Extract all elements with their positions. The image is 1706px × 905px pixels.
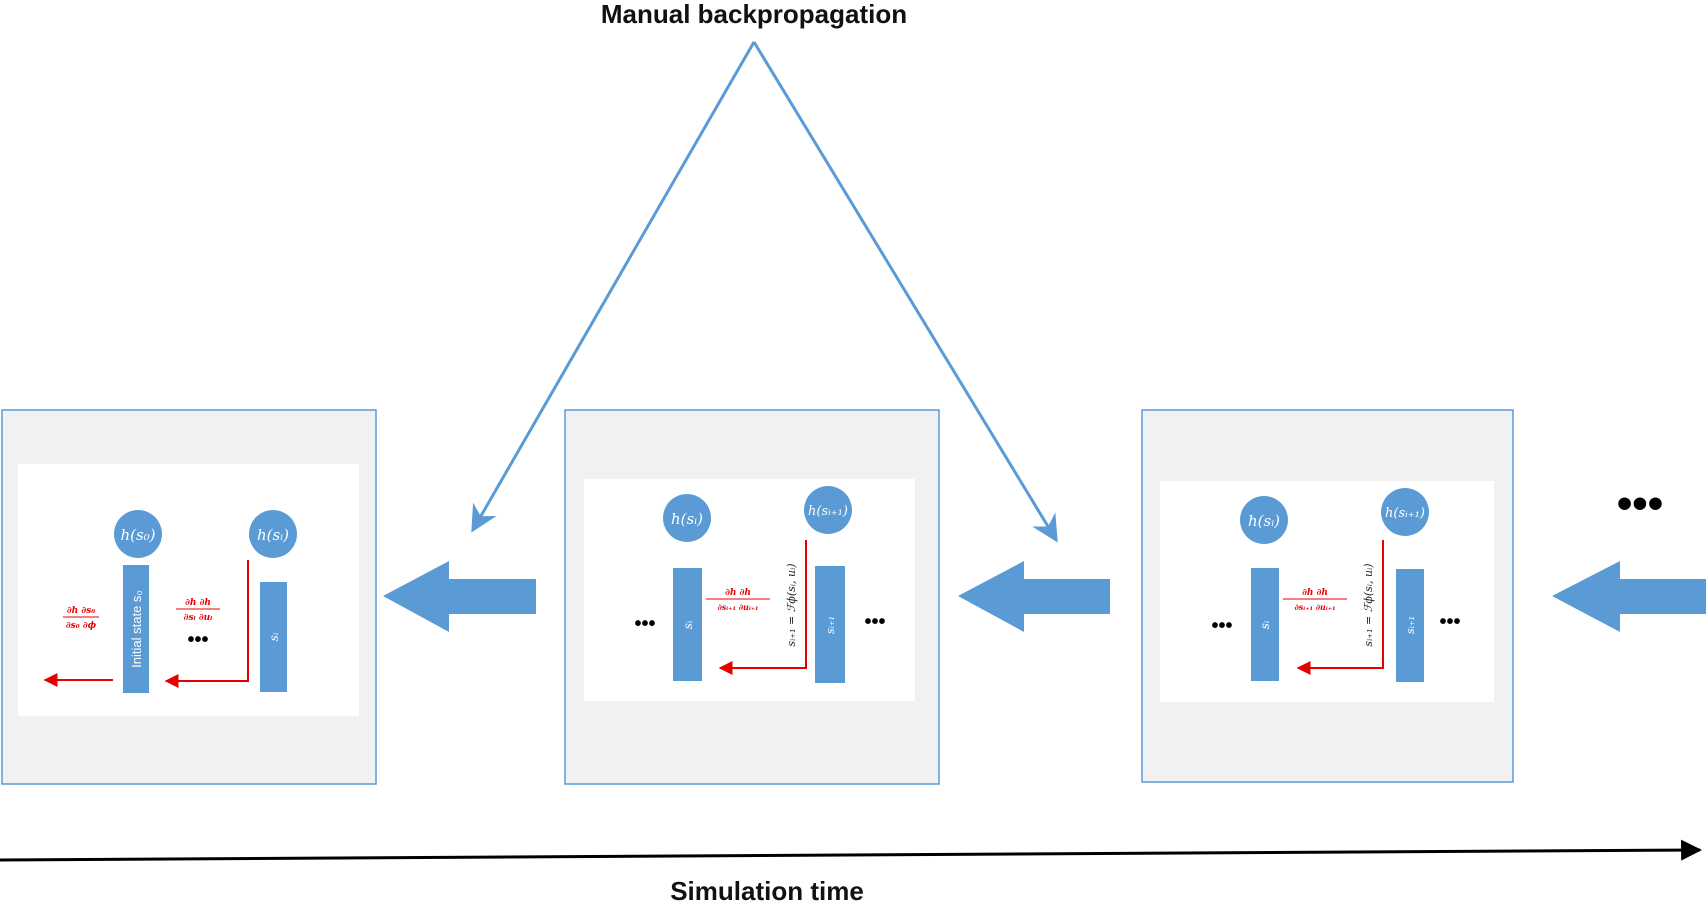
panel-initial-step: h(s₀) h(sᵢ) Initial state s₀ sᵢ ∂h ∂s₀ ∂… bbox=[1, 409, 377, 785]
gradient-path bbox=[1296, 540, 1384, 675]
bar-si1-label: sᵢ₊₁ bbox=[1404, 616, 1417, 634]
grad-outer-denominator: ∂s₀ ∂ϕ bbox=[66, 621, 97, 631]
bar-si bbox=[673, 568, 702, 681]
ellipsis-dots-right: ••• bbox=[864, 611, 885, 633]
ellipsis-dots-right: ••• bbox=[1439, 611, 1460, 633]
grad-outer-numerator: ∂h ∂s₀ bbox=[67, 606, 95, 616]
bar-si1-label: sᵢ₊₁ bbox=[824, 616, 837, 634]
grad-denominator: ∂sᵢ₊₁ ∂uᵢ₊₁ bbox=[1295, 602, 1336, 612]
grad-numerator: ∂h ∂h bbox=[725, 588, 751, 598]
bar-si bbox=[260, 582, 287, 692]
bar-si-label: sᵢ bbox=[267, 632, 281, 641]
grad-numerator: ∂h ∂h bbox=[1302, 588, 1328, 598]
bar-si1 bbox=[815, 566, 845, 683]
time-arrow-3 bbox=[1552, 561, 1706, 632]
bar-si1 bbox=[1396, 569, 1424, 682]
panel-step-i-next: h(sᵢ) h(sᵢ₊₁) sᵢ sᵢ₊₁ ∂h ∂h ∂sᵢ₊₁ ∂uᵢ₊₁ … bbox=[1141, 409, 1514, 783]
gradient-path bbox=[718, 540, 807, 675]
ellipsis-dots-left: ••• bbox=[634, 613, 655, 635]
time-arrow-1 bbox=[383, 561, 536, 632]
node-h-s0 bbox=[114, 510, 162, 558]
node-h-si1-label: h(sᵢ₊₁) bbox=[1385, 506, 1425, 521]
node-h-si bbox=[249, 510, 297, 558]
backprop-arrow-left bbox=[471, 41, 756, 533]
bar-si-label: sᵢ bbox=[1258, 620, 1272, 629]
bar-si-label: sᵢ bbox=[681, 620, 695, 629]
gradient-path-inner bbox=[164, 560, 249, 688]
node-h-si-label: h(sᵢ) bbox=[1248, 512, 1280, 530]
diagram-title: Manual backpropagation bbox=[601, 0, 907, 29]
node-h-si bbox=[663, 494, 711, 542]
ellipsis-dots: ••• bbox=[187, 629, 208, 651]
transition-formula: sᵢ₊₁ = ℱϕ(sᵢ, uᵢ) bbox=[1362, 563, 1375, 646]
node-h-si-label: h(sᵢ) bbox=[671, 510, 703, 528]
backprop-arrow-right bbox=[752, 41, 1058, 543]
bar-si bbox=[1251, 568, 1279, 681]
grad-inner-numerator: ∂h ∂h bbox=[185, 598, 211, 608]
bar-initial-state bbox=[123, 565, 149, 693]
node-h-si1 bbox=[804, 486, 852, 534]
panel-step-i: h(sᵢ) h(sᵢ₊₁) sᵢ sᵢ₊₁ ∂h ∂h ∂sᵢ₊₁ ∂uᵢ₊₁ … bbox=[564, 409, 940, 785]
simulation-time-axis bbox=[0, 839, 1703, 862]
grad-inner-denominator: ∂sᵢ ∂uᵢ bbox=[184, 613, 213, 623]
ellipsis-dots-left: ••• bbox=[1211, 615, 1232, 637]
node-h-si1 bbox=[1381, 488, 1429, 536]
time-arrow-2 bbox=[958, 561, 1110, 632]
node-h-si bbox=[1240, 496, 1288, 544]
node-h-si1-label: h(sᵢ₊₁) bbox=[808, 504, 848, 519]
node-h-s0-label: h(s₀) bbox=[120, 526, 155, 544]
axis-label-simulation-time: Simulation time bbox=[670, 876, 864, 905]
node-h-si-label: h(sᵢ) bbox=[257, 526, 289, 544]
bar-initial-state-label: Initial state s₀ bbox=[129, 590, 144, 668]
transition-formula: sᵢ₊₁ = ℱϕ(sᵢ, uᵢ) bbox=[785, 563, 798, 646]
grad-denominator: ∂sᵢ₊₁ ∂uᵢ₊₁ bbox=[718, 602, 759, 612]
trailing-ellipsis: ••• bbox=[1617, 479, 1663, 528]
